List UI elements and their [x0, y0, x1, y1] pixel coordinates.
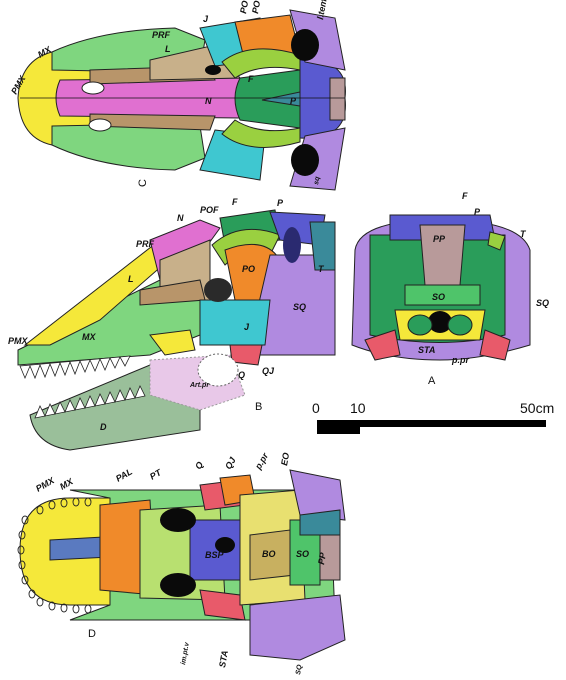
tabular-bone — [261, 91, 301, 107]
scale-bar: 0 10 50cm — [312, 400, 554, 434]
d-label-qj: QJ — [223, 455, 238, 471]
b-label-q: Q — [238, 370, 245, 380]
d-label-bo: BO — [262, 549, 276, 559]
occipital-condyle-right — [447, 314, 473, 336]
scale-segment-line — [360, 420, 546, 427]
c-label-ltem: l.tem — [315, 0, 328, 20]
b-label-prf: PRF — [136, 239, 155, 249]
quadrate-lateral-bone — [149, 329, 196, 356]
b-label-l: L — [128, 274, 134, 284]
b-label-p: P — [277, 198, 284, 208]
otic-lateral-opening — [197, 353, 239, 387]
d-label-bsp: BSP — [205, 550, 225, 560]
c-label-po1: PO — [238, 0, 250, 14]
postparietal-bone — [329, 77, 346, 121]
a-label-sta: STA — [418, 345, 435, 355]
tabular-lateral-bone — [309, 221, 336, 271]
scale-label-10: 10 — [350, 400, 366, 416]
b-label-n: N — [177, 213, 184, 223]
interpterygoid-vacuity-upper — [160, 508, 196, 532]
view-d-label: D — [88, 628, 96, 640]
lower-teeth-row — [34, 385, 146, 419]
subtemporal-opening — [215, 537, 235, 553]
postfrontal-occipital-bone — [487, 231, 506, 251]
b-label-qj: QJ — [262, 366, 275, 376]
c-label-p: P — [290, 96, 297, 106]
view-b-label: B — [255, 401, 262, 413]
d-label-pt: PT — [148, 467, 164, 482]
d-label-pp: PP — [316, 551, 328, 566]
b-label-j: J — [244, 322, 250, 332]
view-d-palatal-skull: PMX MX PAL PT Q QJ p.pr EO BSP BO SO PP … — [17, 451, 346, 676]
supraoccipital-occipital-bone — [404, 284, 481, 306]
upper-teeth-row — [19, 355, 131, 380]
nostril-lower-opening — [88, 118, 112, 132]
quadratojugal-lateral-bone — [229, 344, 263, 366]
foramen-magnum — [428, 311, 452, 333]
d-label-q: Q — [193, 460, 205, 471]
tabular-palatal-bone — [299, 509, 341, 536]
c-label-sq: sq — [313, 175, 321, 185]
quadrate-palatal-lower-bone — [199, 589, 246, 621]
view-a-occipital-skull: F P PP T SO SQ STA p.pr A — [351, 191, 549, 387]
squamosal-palatal-lower-bone — [249, 594, 346, 661]
scale-label-50: 50cm — [520, 400, 554, 416]
b-label-artpr: Art.pr — [189, 382, 210, 389]
scale-label-0: 0 — [312, 400, 320, 416]
d-label-pal: PAL — [114, 466, 134, 483]
a-label-p: P — [474, 207, 481, 217]
b-label-pmx: PMX — [8, 336, 29, 346]
orbit-upper-opening — [291, 29, 319, 61]
interpterygoid-vacuity-lower — [160, 573, 196, 597]
d-label-impt: im.pt.v — [180, 641, 191, 666]
c-label-po2: PO — [250, 0, 262, 14]
b-label-d: D — [100, 422, 107, 432]
b-label-t: T — [318, 264, 325, 274]
premaxilla-lateral-bone — [23, 239, 181, 346]
a-label-so: SO — [432, 292, 445, 302]
pineal-opening — [205, 65, 221, 75]
c-label-j: J — [203, 14, 209, 24]
temporal-lateral-opening — [283, 227, 301, 263]
orbit-lateral-opening — [204, 278, 232, 302]
b-label-po: PO — [242, 264, 255, 274]
quadrate-occipital-left-bone — [364, 329, 401, 361]
b-label-f: F — [232, 197, 238, 207]
a-label-t: T — [520, 229, 527, 239]
scale-segment-black — [317, 420, 360, 434]
view-c-dorsal-skull: PMX MX PRF L J PO PO l.tem F N P sq C — [9, 0, 346, 191]
jugal-lateral-bone — [199, 299, 271, 346]
alveoli-row — [17, 497, 92, 614]
d-label-ppr: p.pr — [253, 451, 271, 472]
occipital-condyle-left — [407, 314, 433, 336]
a-label-ppr: p.pr — [451, 355, 469, 365]
b-label-mx: MX — [82, 332, 96, 342]
d-label-sq: SQ — [295, 664, 304, 676]
d-label-so: SO — [296, 549, 309, 559]
c-label-n: N — [205, 96, 212, 106]
view-c-label: C — [137, 179, 149, 187]
a-label-pp: PP — [433, 234, 446, 244]
quadrate-occipital-right-bone — [479, 329, 511, 361]
nostril-upper-opening — [81, 81, 105, 95]
a-label-sq: SQ — [536, 298, 549, 308]
d-label-sta: STA — [217, 650, 230, 669]
maxilla-right-bone — [51, 123, 206, 171]
c-label-f: F — [248, 74, 254, 84]
view-b-lateral-skull: POF F P N PRF L PO T SQ PMX MX J Q QJ D … — [8, 197, 336, 451]
c-label-prf: PRF — [152, 30, 171, 40]
orbit-lower-opening — [291, 144, 319, 176]
squamosal-palatal-upper-bone — [289, 469, 346, 521]
b-label-pof: POF — [200, 205, 219, 215]
c-label-l: L — [165, 44, 171, 54]
d-label-mx: MX — [58, 476, 76, 492]
d-label-pmx: PMX — [34, 475, 57, 494]
d-label-eo: EO — [279, 452, 291, 467]
a-label-f: F — [462, 191, 468, 201]
view-a-label: A — [428, 375, 436, 387]
b-label-sq: SQ — [293, 302, 306, 312]
